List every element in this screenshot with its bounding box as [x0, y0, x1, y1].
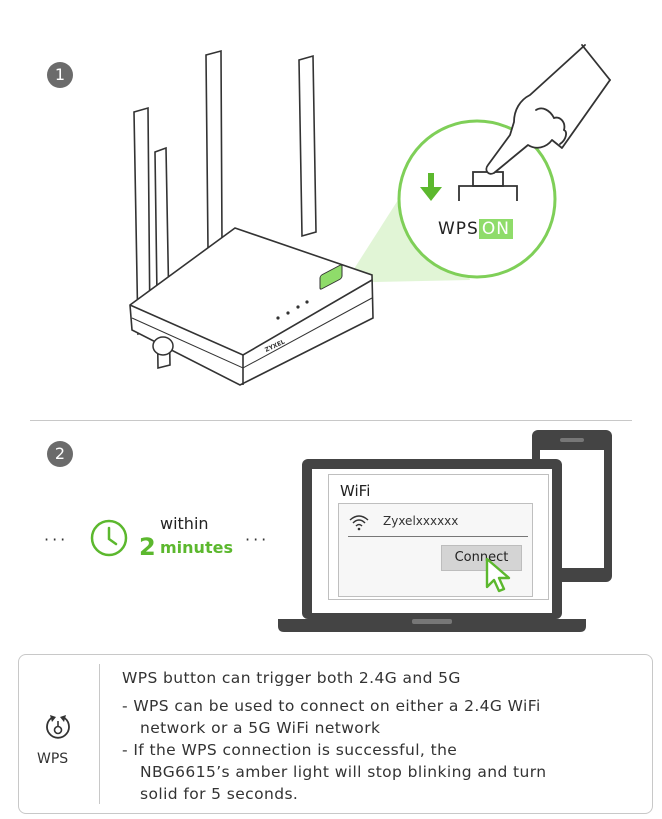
wifi-icon	[349, 515, 369, 531]
timer-prefix: within	[160, 514, 209, 533]
wps-icon	[46, 715, 70, 739]
step-2-badge: 2	[47, 441, 73, 467]
wifi-ssid[interactable]: Zyxelxxxxxx	[383, 514, 459, 528]
connect-button[interactable]: Connect	[441, 545, 522, 571]
section-divider	[30, 420, 632, 421]
note-heading: WPS button can trigger both 2.4G and 5G	[122, 669, 461, 687]
wps-icon-label: WPS	[37, 751, 69, 767]
note-line-2: network or a 5G WiFi network	[140, 719, 381, 737]
dots-right: ···	[245, 530, 270, 549]
note-line-4: NBG6615’s amber light will stop blinking…	[140, 763, 547, 781]
status-leds	[276, 300, 309, 320]
router-wps-button	[319, 264, 343, 290]
timer-amount: 2	[139, 533, 156, 561]
note-line-3: - If the WPS connection is successful, t…	[122, 741, 458, 759]
note-line-5: solid for 5 seconds.	[140, 785, 299, 803]
wps-on-badge: ON	[478, 219, 513, 239]
wps-label: WPS	[438, 219, 479, 239]
router-illustration: ZYXEL	[129, 49, 470, 386]
step-1-badge: 1	[47, 62, 73, 88]
note-line-1: - WPS can be used to connect on either a…	[122, 697, 541, 715]
dots-left: ···	[44, 530, 69, 549]
note-divider	[99, 664, 100, 804]
ssid-divider	[348, 536, 528, 537]
antenna-connector	[152, 336, 174, 356]
router-body	[129, 227, 374, 386]
cursor-icon	[485, 557, 511, 593]
hand-icon	[485, 44, 611, 175]
timer-unit: minutes	[160, 538, 233, 557]
wifi-dialog-title: WiFi	[340, 482, 371, 500]
antennas	[133, 49, 317, 370]
note-box	[18, 654, 653, 814]
down-arrow-icon	[420, 173, 442, 201]
wps-callout	[397, 119, 557, 279]
clock-icon	[90, 519, 128, 557]
